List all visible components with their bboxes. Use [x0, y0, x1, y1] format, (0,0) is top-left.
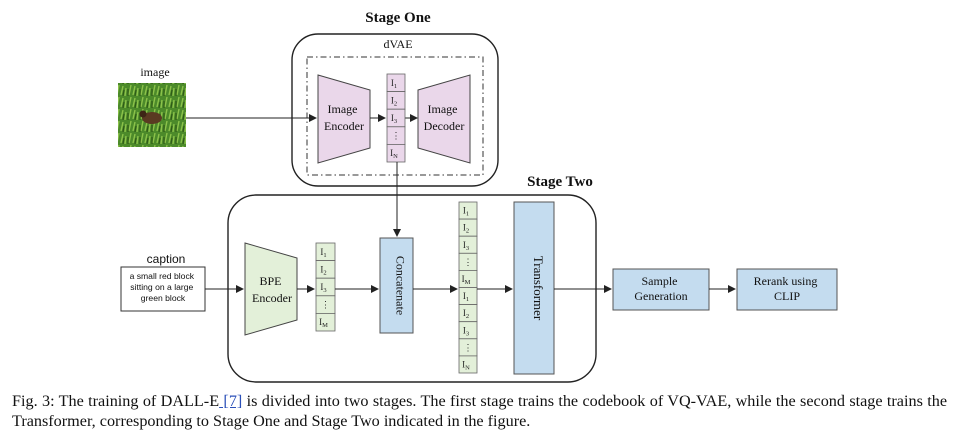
caption-text-line3: green block	[141, 293, 186, 303]
text-token-label: ⋮	[321, 300, 330, 310]
combined-token-subscript: 3	[466, 245, 469, 252]
text-token-label: I1	[320, 247, 326, 259]
combined-token-cell	[458, 355, 478, 374]
combined-token-label: I2	[463, 308, 469, 320]
image-encoder-shape	[317, 74, 371, 164]
text-token-label: IM	[319, 317, 328, 329]
dvae-token-label: ⋮	[392, 131, 401, 141]
image-encoder-line1: Image	[328, 102, 358, 116]
image-label: image	[140, 65, 169, 79]
combined-token-subscript: 1	[466, 296, 469, 303]
sample-generation-label: Sample Generation	[634, 274, 687, 303]
dvae-label: dVAE	[383, 37, 412, 51]
figure-caption-prefix: Fig. 3: The training of DALL-E	[12, 392, 220, 410]
dvae-token-cell	[386, 143, 406, 163]
combined-token-subscript: N	[465, 364, 470, 371]
figure-caption-suffix: is divided into two stages. The first st…	[12, 392, 948, 430]
stage-two-title: Stage Two	[527, 174, 593, 190]
stage-one-box	[291, 33, 499, 187]
sample-generation-line2: Generation	[634, 289, 687, 303]
dvae-token-subscript: 2	[394, 100, 397, 107]
dvae-token-label: I3	[391, 113, 397, 125]
rerank-box	[736, 268, 838, 311]
image-decoder-shape	[417, 74, 471, 164]
image-decoder-label: Image Decoder	[424, 102, 465, 133]
combined-token-label: IM	[462, 274, 471, 286]
rerank-line1: Rerank using	[754, 274, 818, 288]
text-token-cell	[315, 312, 336, 332]
combined-token-label: I2	[463, 223, 469, 235]
image-decoder-line1: Image	[428, 102, 458, 116]
dvae-token-label: I1	[391, 78, 397, 90]
image-encoder-label: Image Encoder	[324, 102, 364, 133]
dvae-token-subscript: N	[393, 153, 398, 160]
text-token-subscript: 3	[323, 287, 326, 294]
text-token-subscript: 2	[323, 269, 326, 276]
combined-token-subscript: 1	[466, 211, 469, 218]
bpe-encoder-shape	[244, 242, 298, 336]
text-token-subscript: M	[322, 322, 328, 329]
figure-caption: Fig. 3: The training of DALL-E [7] is di…	[12, 391, 947, 431]
combined-token-label: IN	[462, 359, 470, 371]
combined-token-subscript: 2	[466, 228, 469, 235]
dvae-token-subscript: 1	[394, 83, 397, 90]
caption-label: caption	[147, 252, 186, 266]
caption-text-box	[120, 266, 206, 312]
sample-generation-box	[612, 268, 710, 311]
caption-text-line2: sitting on a large	[130, 282, 193, 292]
rerank-label: Rerank using CLIP	[754, 274, 821, 303]
combined-token-label: I3	[463, 325, 469, 337]
figure-caption-ref-link[interactable]: [7]	[219, 392, 243, 410]
input-image	[118, 83, 186, 147]
combined-token-subscript: M	[465, 279, 471, 286]
image-decoder-line2: Decoder	[424, 119, 465, 133]
combined-token-label: ⋮	[464, 342, 473, 352]
text-token-subscript: 1	[323, 252, 326, 259]
transformer-box	[513, 201, 555, 375]
stage-one-title: Stage One	[365, 10, 431, 26]
combined-token-subscript: 2	[466, 313, 469, 320]
dvae-token-label: I2	[391, 95, 397, 107]
bpe-encoder-line2: Encoder	[252, 291, 292, 305]
concatenate-label: Concatenate	[394, 256, 408, 315]
combined-token-subscript: 3	[466, 330, 469, 337]
caption-text: a small red block sitting on a large gre…	[130, 271, 197, 303]
combined-token-label: I1	[463, 206, 469, 218]
text-token-label: I2	[320, 264, 326, 276]
bpe-encoder-label: BPE Encoder	[252, 274, 292, 305]
caption-text-line1: a small red block	[130, 271, 195, 281]
dvae-box	[306, 56, 484, 176]
rerank-line2: CLIP	[774, 289, 800, 303]
combined-token-label: I3	[463, 240, 469, 252]
dvae-token-label: IN	[390, 148, 398, 160]
dalle-diagram: Stage One dVAE image Image Encoder Image…	[118, 10, 838, 383]
text-token-label: I3	[320, 282, 326, 294]
combined-token-label: ⋮	[464, 257, 473, 267]
combined-token-label: I1	[463, 291, 469, 303]
dvae-token-subscript: 3	[394, 118, 397, 125]
concatenate-box	[379, 237, 414, 334]
bpe-encoder-line1: BPE	[259, 274, 281, 288]
sample-generation-line1: Sample	[642, 274, 678, 288]
image-encoder-line2: Encoder	[324, 119, 364, 133]
transformer-label: Transformer	[531, 256, 546, 321]
